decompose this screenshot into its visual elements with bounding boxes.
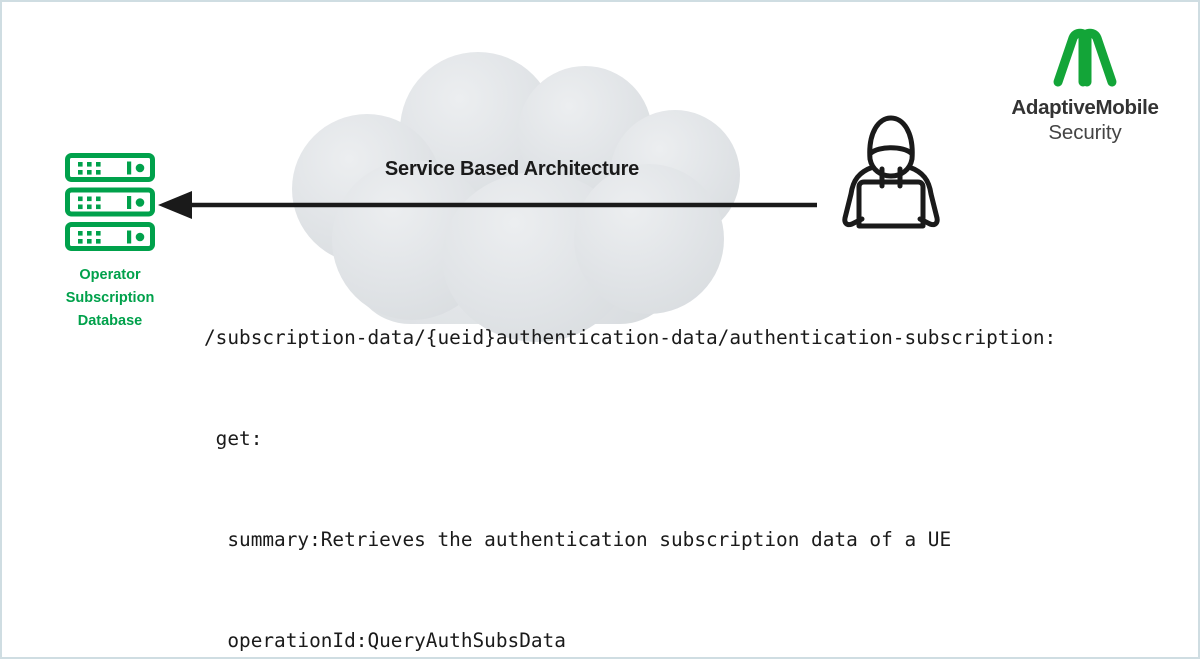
hooded-hacker-with-laptop-icon (842, 115, 940, 229)
code-line: operationId:QueryAuthSubsData (204, 628, 566, 652)
cloud-lobe (574, 164, 724, 314)
code-line: summary:Retrieves the authentication sub… (204, 527, 952, 551)
server-rack-icon (65, 153, 155, 251)
database-label-line3: Database (77, 313, 143, 330)
service-based-architecture-cloud: Service Based Architecture (292, 52, 740, 342)
api-code-block: /subscription-data/{ueid}authentication-… (204, 254, 1184, 657)
code-line: get: (204, 426, 263, 450)
brand-subtitle: Security (1048, 121, 1122, 144)
left-arrow-icon (158, 191, 817, 219)
adaptivemobile-m-logo-icon (1053, 28, 1117, 87)
code-line: /subscription-data/{ueid}authentication-… (204, 326, 1057, 350)
database-label-line2: Subscription (65, 290, 155, 307)
database-label-line1: Operator (79, 267, 141, 283)
database-label: Operator Subscription Database (22, 264, 198, 334)
cloud-title: Service Based Architecture (384, 158, 640, 180)
brand-name: AdaptiveMobile (1011, 96, 1159, 119)
brand-logo: AdaptiveMobile Security (990, 24, 1180, 145)
